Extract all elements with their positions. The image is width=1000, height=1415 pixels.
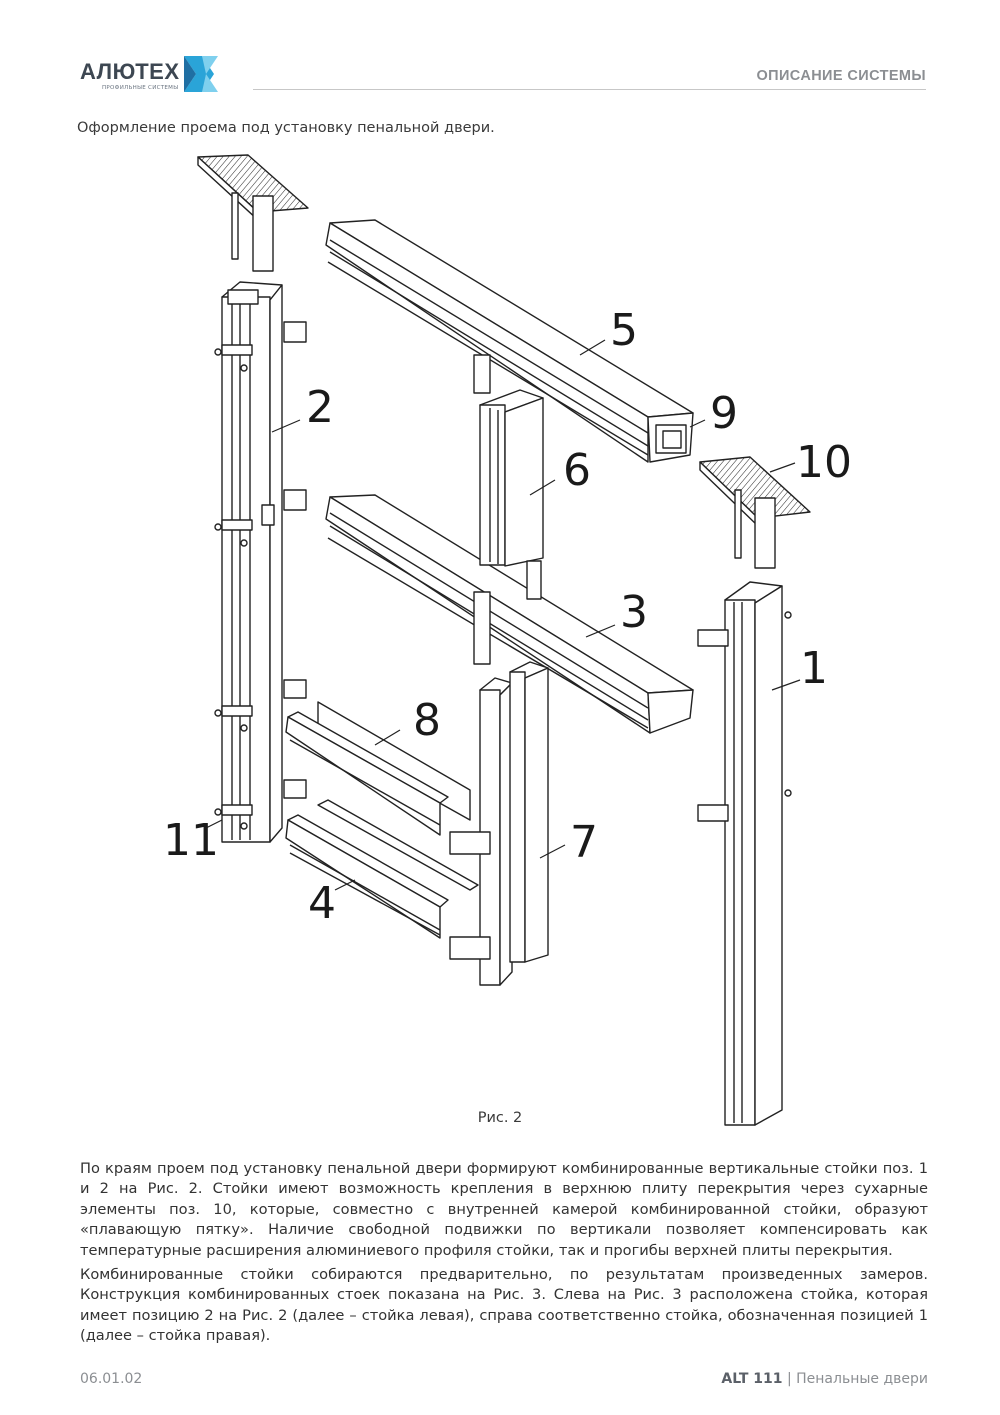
label-2: 2 (306, 382, 334, 433)
label-9: 9 (710, 388, 738, 439)
figure-heading: Оформление проема под установку пенально… (77, 120, 495, 136)
position-labels: 1 2 3 4 5 6 7 8 9 10 11 (163, 305, 852, 929)
doc-code: 06.01.02 (80, 1371, 143, 1387)
section-title: ОПИСАНИЕ СИСТЕМЫ (756, 68, 926, 84)
bracket-plate-10 (699, 456, 811, 569)
label-4: 4 (308, 878, 336, 929)
label-6: 6 (563, 445, 591, 496)
logo-mark-icon (184, 56, 218, 92)
top-left-bracket-plate (197, 154, 309, 272)
beam-bolt-brackets (449, 354, 491, 960)
figure-caption: Рис. 2 (477, 1110, 523, 1126)
beam-5 (325, 219, 694, 463)
label-8: 8 (413, 695, 441, 746)
post-6 (479, 389, 544, 600)
post-1-bolt-brackets (697, 611, 792, 822)
product-name: | Пенальные двери (782, 1371, 928, 1387)
exploded-assembly-drawing: 1 2 3 4 5 6 7 8 9 10 11 (163, 154, 852, 1126)
label-7: 7 (570, 817, 598, 868)
post-2 (221, 281, 283, 843)
panel-8 (285, 701, 471, 836)
post-2-bolt-brackets (214, 321, 307, 830)
label-1: 1 (800, 643, 828, 694)
leader-lines (205, 339, 801, 891)
label-10: 10 (796, 437, 852, 488)
body-paragraph-1: По краям проем под установку пенальной д… (80, 1160, 928, 1259)
logo-subtext: ПРОФИЛЬНЫЕ СИСТЕМЫ (102, 85, 179, 91)
post-1 (724, 581, 783, 1126)
product-code: ALT 111 (721, 1371, 783, 1387)
label-11: 11 (163, 815, 219, 866)
post-7 (479, 661, 549, 986)
label-3: 3 (620, 587, 648, 638)
panel-4 (285, 799, 479, 939)
body-paragraph-2: Комбинированные стойки собираются предва… (80, 1266, 928, 1345)
label-5: 5 (610, 305, 638, 356)
brand-logo: АЛЮТЕХ ПРОФИЛЬНЫЕ СИСТЕМЫ (80, 54, 222, 96)
header-divider (253, 89, 926, 90)
footer-product: ALT 111 | Пенальные двери (721, 1371, 928, 1387)
logo-text: АЛЮТЕХ (80, 59, 180, 84)
